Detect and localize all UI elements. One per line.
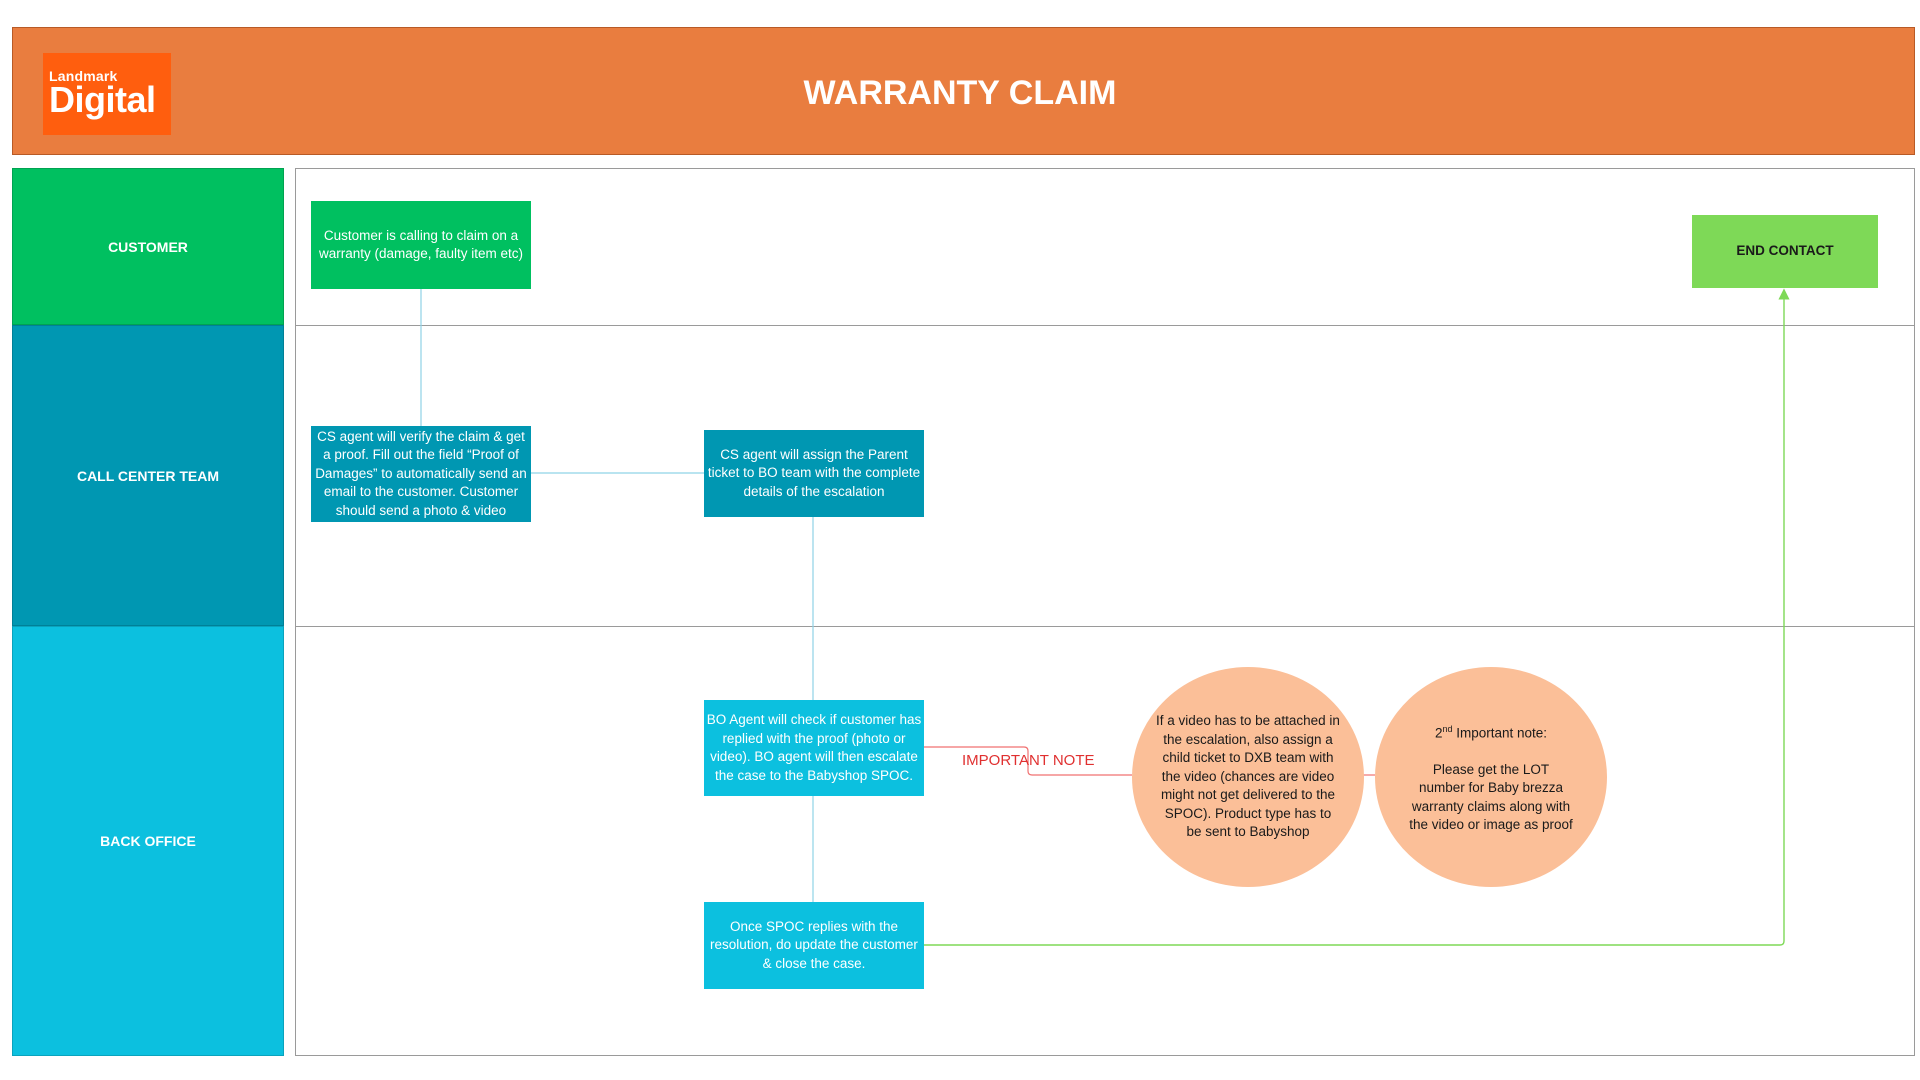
- page-title: WARRANTY CLAIM: [803, 74, 1117, 112]
- node-bo-check: BO Agent will check if customer has repl…: [704, 700, 924, 796]
- note2-heading: 2nd Important note:: [1409, 720, 1573, 743]
- lane-label-back-office: BACK OFFICE: [12, 626, 284, 1056]
- note2-prefix: 2: [1434, 725, 1443, 740]
- logo-main-text: Digital: [49, 79, 156, 120]
- node-cs-assign: CS agent will assign the Parent ticket t…: [704, 430, 924, 517]
- connector-close-to-end: [923, 288, 1790, 946]
- note2-spacer: [1409, 743, 1573, 761]
- note2-body: Please get the LOT number for Baby brezz…: [1409, 761, 1573, 833]
- header-bar: [12, 27, 1915, 155]
- note-circle-video-text: If a video has to be attached in the esc…: [1156, 713, 1340, 840]
- lane-call-center-team: [295, 325, 1915, 627]
- lane-customer: [295, 168, 1915, 326]
- node-cs-verify: CS agent will verify the claim & get a p…: [311, 426, 531, 522]
- landmark-digital-logo: Landmark Digital: [43, 53, 171, 135]
- note2-superscript: nd: [1442, 723, 1453, 734]
- node-bo-close: Once SPOC replies with the resolution, d…: [704, 902, 924, 989]
- lane-label-customer: CUSTOMER: [12, 168, 284, 325]
- lane-back-office: [295, 626, 1915, 1056]
- connector-check-to-note: [922, 746, 1132, 776]
- important-note-label: IMPORTANT NOTE: [962, 752, 1095, 769]
- node-end-contact: END CONTACT: [1692, 215, 1878, 288]
- note-circle-video-attachment: If a video has to be attached in the esc…: [1132, 667, 1364, 887]
- node-customer-call: Customer is calling to claim on a warran…: [311, 201, 531, 289]
- lane-label-call-center-team: CALL CENTER TEAM: [12, 325, 284, 626]
- note-circle-lot-content: 2nd Important note: Please get the LOT n…: [1409, 720, 1573, 835]
- note2-title: Important note:: [1452, 725, 1548, 740]
- logo-top-text: Landmark: [49, 68, 118, 84]
- note-circle-lot-number: 2nd Important note: Please get the LOT n…: [1375, 667, 1607, 887]
